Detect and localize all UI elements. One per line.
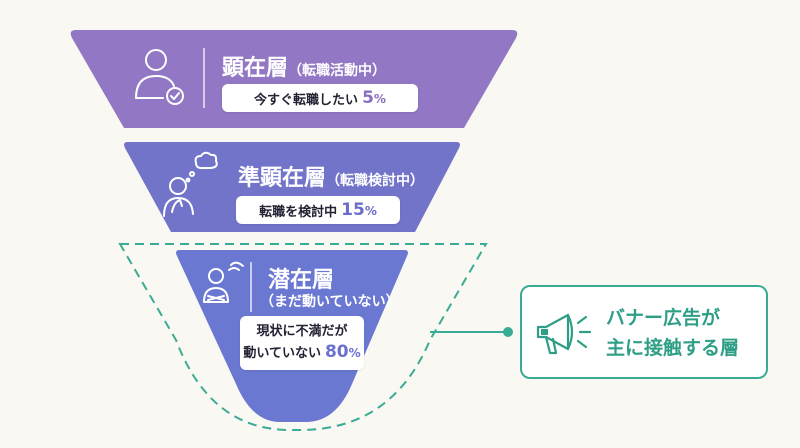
layer-2-subtitle: （転職検討中） [326,173,425,189]
layer-2-title: 準顕在層 [238,166,327,191]
layer-3-subtitle: （まだ動いていない） [260,294,400,310]
callout-connector [430,327,513,337]
layer-2-percent: 15% [341,200,377,220]
callout-text: バナー広告が 主に接触する層 [606,303,739,363]
layer-1-title-row: 顕在層（転職活動中） [222,50,386,82]
layer-3-desc-line2: 動いていない [243,346,321,361]
person-crossed-arms-icon [203,261,244,303]
person-thinking-icon [163,151,218,217]
layer-1-percent: 5% [362,88,386,108]
layer-1-desc: 今すぐ転職したい [254,92,359,108]
callout-line1: バナー広告が [606,307,721,329]
highlight-dashed-outline [118,243,488,431]
megaphone-icon [536,313,592,355]
layer-3-percent: 80% [324,342,361,362]
layer-2-desc: 転職を検討中 [259,204,338,220]
person-check-icon [135,49,184,105]
layer-1-desc-pill: 今すぐ転職したい 5% [222,84,418,112]
layer-1-subtitle: （転職活動中） [288,63,387,79]
callout-box: バナー広告が 主に接触する層 [520,285,768,379]
layer-3-desc-line1: 現状に不満だが [256,324,348,339]
callout-line2: 主に接触する層 [606,337,740,359]
layer-1-title: 顕在層 [222,56,289,81]
connector-dot [503,327,513,337]
layer-2-title-row: 準顕在層（転職検討中） [238,160,424,192]
layer-3-title: 潜在層 [268,268,335,293]
layer-2-desc-pill: 転職を検討中 15% [236,196,400,224]
